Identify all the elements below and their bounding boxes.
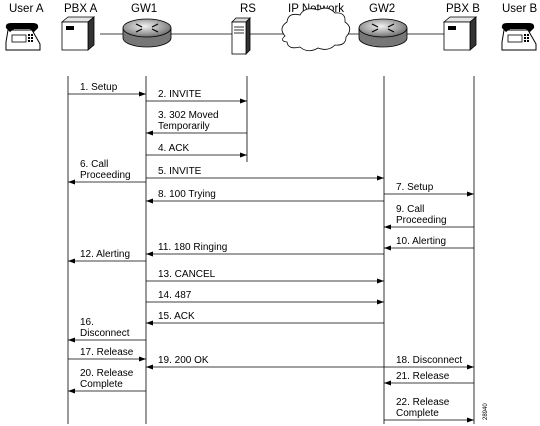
message-label: 12. Alerting bbox=[80, 249, 130, 260]
message-label: 3. 302 Moved bbox=[158, 110, 219, 121]
message-label: 7. Setup bbox=[396, 182, 434, 193]
message-label: 13. CANCEL bbox=[158, 269, 216, 280]
entity-label-user-b: User B bbox=[502, 3, 537, 15]
message-label: 10. Alerting bbox=[396, 236, 446, 247]
entity-label-rs: RS bbox=[240, 3, 256, 15]
pbx-icon bbox=[60, 16, 96, 51]
message-label: 22. Release bbox=[396, 397, 450, 408]
message-label: 9. Call bbox=[396, 204, 424, 215]
pbx-icon bbox=[442, 16, 478, 51]
message-label: Disconnect bbox=[80, 328, 130, 339]
message-label: 18. Disconnect bbox=[396, 355, 462, 366]
message-label: 15. ACK bbox=[158, 311, 195, 322]
entity-label-gw2: GW2 bbox=[369, 3, 395, 15]
message-arrows: 1. Setup 2. INVITE 3. 302 MovedTemporarily… bbox=[68, 82, 474, 423]
entity-label-gw1: GW1 bbox=[131, 3, 157, 15]
phone-icon bbox=[5, 23, 41, 51]
message-label: 2. INVITE bbox=[158, 89, 202, 100]
message-label: Complete bbox=[396, 408, 439, 419]
message-label: Temporarily bbox=[158, 121, 210, 132]
message-label: 8. 100 Trying bbox=[158, 189, 216, 200]
server-icon bbox=[231, 17, 251, 55]
message-label: 6. Call bbox=[80, 159, 108, 170]
cloud-icon bbox=[281, 7, 351, 52]
message-label: 20. Release bbox=[80, 368, 134, 379]
message-label: 17. Release bbox=[80, 347, 134, 358]
message-label: 5. INVITE bbox=[158, 166, 202, 177]
router-icon bbox=[122, 18, 172, 48]
message-label: 14. 487 bbox=[158, 290, 192, 301]
phone-icon bbox=[501, 23, 537, 51]
message-label: 19. 200 OK bbox=[158, 355, 209, 366]
message-label: Complete bbox=[80, 379, 123, 390]
message-label: 21. Release bbox=[396, 371, 450, 382]
entity-label-pbx-b: PBX B bbox=[446, 3, 480, 15]
message-label: 11. 180 Ringing bbox=[158, 242, 227, 253]
message-label: 4. ACK bbox=[158, 143, 189, 154]
message-label: Proceeding bbox=[80, 170, 131, 181]
message-label: 16. bbox=[80, 317, 94, 328]
entity-label-user-a: User A bbox=[9, 3, 44, 15]
router-icon bbox=[358, 18, 408, 48]
entity-label-pbx-a: PBX A bbox=[64, 3, 98, 15]
figure-id: 28940 bbox=[483, 403, 489, 420]
message-label: Proceeding bbox=[396, 215, 447, 226]
message-label: 1. Setup bbox=[80, 82, 118, 93]
